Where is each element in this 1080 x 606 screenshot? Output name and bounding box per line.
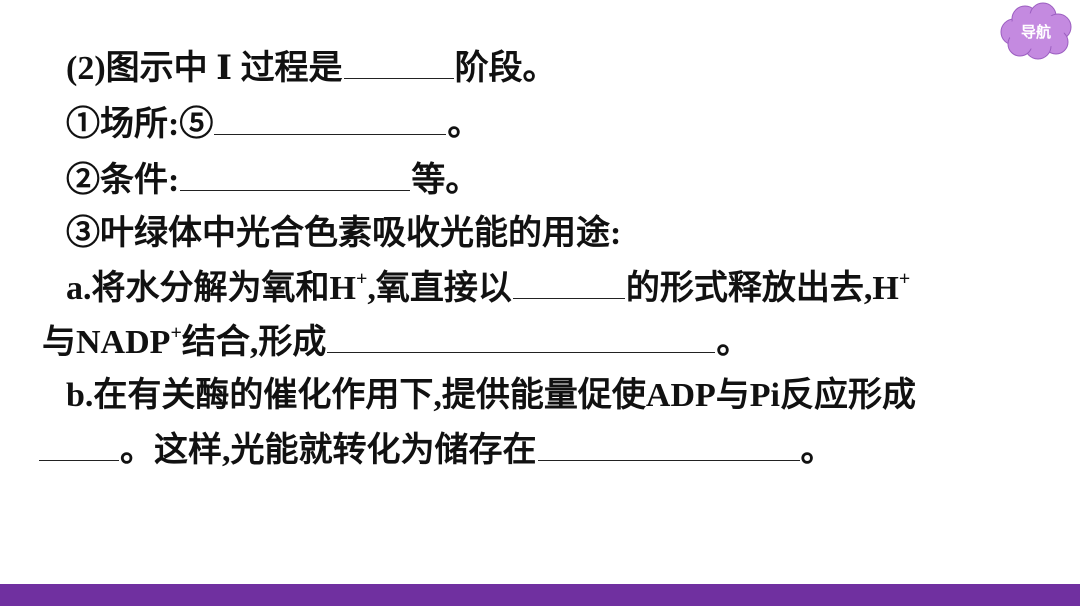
cloud-icon: [1000, 2, 1072, 60]
nav-label: 导航: [1020, 22, 1051, 41]
question-heading: (2)图示中 Ⅰ 过程是阶段。: [66, 48, 557, 87]
item-light-use: ③叶绿体中光合色素吸收光能的用途:: [66, 215, 622, 252]
blank-location[interactable]: [214, 104, 447, 135]
nav-button[interactable]: 导航: [998, 2, 1074, 60]
item-b-line1: b.在有关酶的催化作用下,提供能量促使ADP与Pi反应形成: [66, 377, 916, 414]
item-location: ①场所:⑤。: [66, 104, 482, 143]
footer-bar: [0, 584, 1080, 606]
blank-nadph[interactable]: [327, 322, 716, 353]
item-a-line1: a.将水分解为氧和H+,氧直接以的形式释放出去,H+: [66, 268, 911, 307]
item-b-line2: 。这样,光能就转化为储存在。: [38, 430, 835, 471]
blank-stage[interactable]: [343, 48, 454, 79]
blank-storage[interactable]: [537, 430, 800, 461]
blank-atp[interactable]: [39, 430, 119, 461]
blank-conditions[interactable]: [180, 160, 411, 191]
item-conditions: ②条件:等。: [66, 160, 480, 199]
item-a-line2: 与NADP+结合,形成。: [42, 322, 751, 361]
blank-oxygen-form[interactable]: [512, 268, 625, 299]
